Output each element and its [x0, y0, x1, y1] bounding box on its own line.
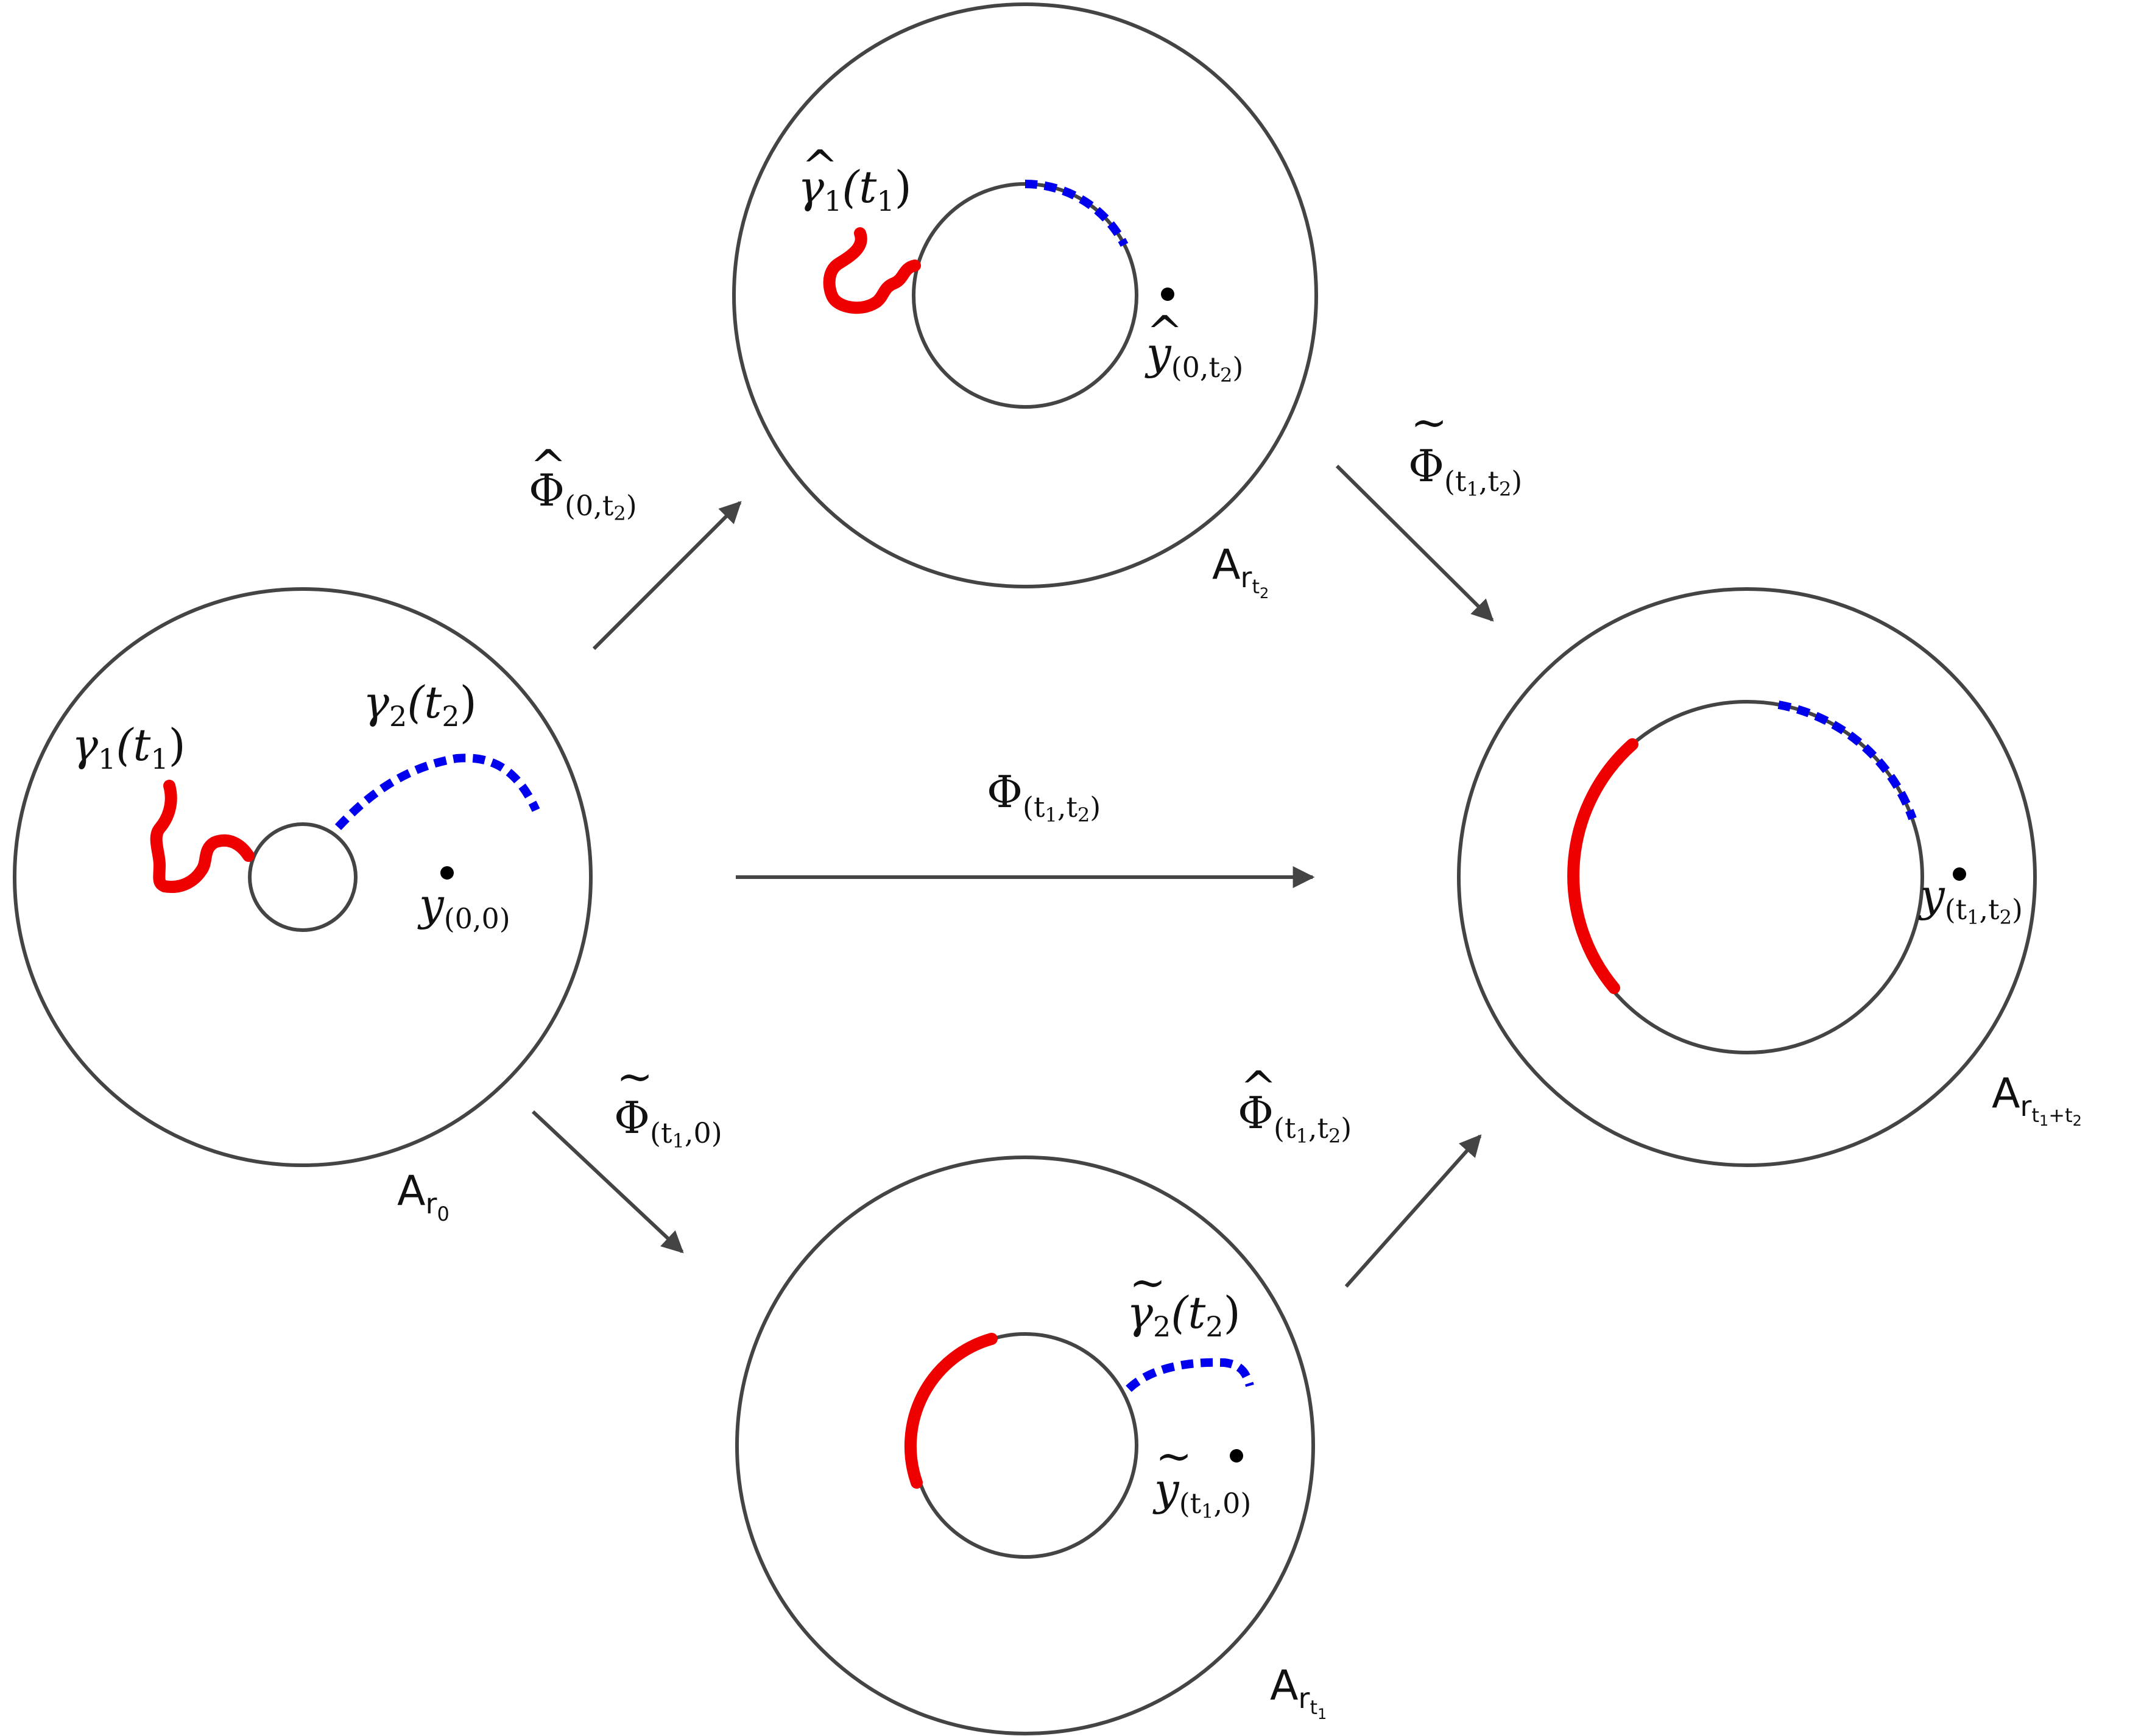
gamma2-tilde-accent: ~ — [1129, 1257, 1166, 1308]
map-label-phi-tilde-t1t2-text: Φ(t1,t2) — [1408, 440, 1522, 501]
gamma1-hat-label: γ1(t1) — [798, 161, 912, 217]
gamma1-composed-red-arc — [1567, 738, 1638, 994]
point-yt1t2 — [1953, 867, 1966, 881]
annulus-rt1t2-label: Art1+t2 — [1992, 1070, 2082, 1129]
map-label-phi-hat-t1t2-accent: ^ — [1240, 1062, 1277, 1113]
map-label-phi-hat-0t2-accent: ^ — [530, 440, 566, 492]
arrow-phi-hat-t1t2 — [1344, 1134, 1482, 1288]
annulus-rt2-outer-circle — [732, 2, 1318, 588]
gamma2-blue-curve — [334, 753, 540, 830]
gamma1-tilde-red-arc — [904, 1333, 998, 1489]
annulus-rt2-label: Art2 — [1212, 541, 1269, 602]
point-y00-label: y(0,0) — [417, 879, 510, 935]
arrow-phi-hat-0t2 — [592, 501, 742, 651]
point-y0t2-hat-accent: ^ — [1146, 306, 1183, 358]
gamma1-label: γ1(t1) — [72, 719, 186, 775]
map-label-phi-tilde-t1t2-accent: ~ — [1411, 397, 1447, 448]
map-label-phi-hat-0t2: ^ Φ(0,t2) — [529, 440, 637, 525]
annulus-r0: Ar0 γ1(t1) γ2(t2) y(0,0) — [13, 587, 593, 1226]
gamma2-tilde-label: γ2(t2) — [1127, 1287, 1241, 1343]
annulus-rt2: Art2 γ1(t1) ^ y(0,t2) ^ — [732, 2, 1318, 602]
annulus-r0-label: Ar0 — [397, 1167, 450, 1226]
map-label-phi-hat-t1t2-text: Φ(t1,t2) — [1238, 1087, 1352, 1148]
annulus-r0-outer-circle — [13, 587, 593, 1167]
map-label-phi-t1t2-text: Φ(t1,t2) — [987, 766, 1101, 827]
map-label-phi-hat-t1t2: ^ Φ(t1,t2) — [1238, 1062, 1352, 1148]
annulus-rt1-label: Art1 — [1270, 1662, 1327, 1723]
gamma2-label: γ2(t2) — [363, 677, 477, 733]
map-label-phi-tilde-t1t2: ~ Φ(t1,t2) — [1408, 397, 1522, 501]
point-y0t2-hat-label: y(0,t2) — [1144, 328, 1243, 387]
gamma2-hat-blue-arc — [1024, 180, 1129, 247]
point-y00 — [440, 866, 454, 880]
arrow-phi-tilde-t10 — [531, 1110, 684, 1254]
annulus-rt1t2-outer-circle — [1457, 587, 2037, 1167]
map-label-phi-tilde-t10-accent: ~ — [616, 1051, 653, 1102]
annulus-r0-inner-circle — [248, 822, 358, 932]
gamma1-red-curve — [150, 780, 255, 893]
map-label-phi-tilde-t10: ~ Φ(t1,0) — [614, 1051, 722, 1152]
point-yt10-tilde — [1230, 1449, 1243, 1463]
point-yt10-tilde-accent: ~ — [1155, 1430, 1192, 1481]
arrow-phi-tilde-t1t2 — [1335, 464, 1494, 622]
annulus-rt1t2: Art1+t2 y(t1,t2) — [1457, 587, 2082, 1167]
point-y0t2-hat — [1161, 288, 1174, 301]
map-label-phi-t1t2: Φ(t1,t2) — [987, 766, 1101, 827]
gamma2-tilde-blue-curve — [1126, 1358, 1254, 1392]
annulus-rt1: Art1 γ2(t2) ~ y(t1,0) ~ — [735, 1156, 1327, 1735]
map-label-phi-tilde-t10-text: Φ(t1,0) — [614, 1092, 722, 1152]
gamma2-composed-blue-arc — [1777, 700, 1917, 820]
map-label-phi-hat-0t2-text: Φ(0,t2) — [529, 465, 637, 525]
point-yt10-tilde-label: y(t1,0) — [1152, 1464, 1251, 1523]
gamma1-hat-red-curve — [823, 227, 921, 314]
point-yt1t2-label: y(t1,t2) — [1918, 870, 2023, 929]
gamma1-hat-accent: ^ — [802, 141, 838, 192]
annulus-rt1-outer-circle — [735, 1156, 1315, 1735]
